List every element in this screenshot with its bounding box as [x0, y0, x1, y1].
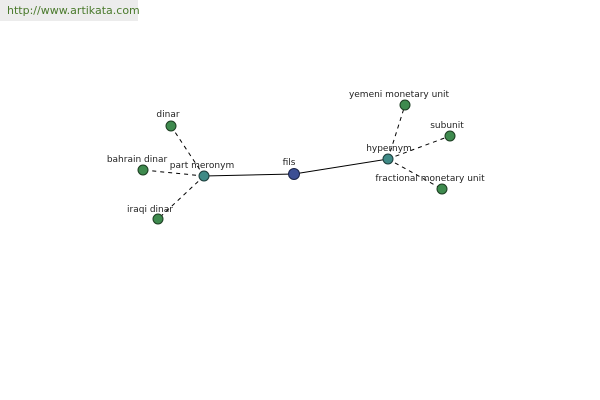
label-fractional-monetary-unit: fractional monetary unit: [375, 174, 485, 184]
edge-hypernym-fractional-monetary-unit: [387, 158, 443, 190]
label-dinar: dinar: [156, 110, 179, 120]
node-iraqi-dinar[interactable]: [152, 213, 164, 225]
node-fractional-monetary-unit[interactable]: [436, 183, 448, 195]
node-part-meronym[interactable]: [198, 170, 210, 182]
node-hypernym[interactable]: [382, 153, 394, 165]
label-hypernym: hypernym: [366, 144, 412, 154]
edge-part-meronym-bahrain-dinar: [142, 169, 205, 177]
edge-fils-hypernym: [293, 158, 389, 175]
edge-fils-part-meronym: [203, 173, 295, 177]
edge-hypernym-yemeni-monetary-unit: [387, 104, 406, 160]
label-fils: fils: [283, 158, 296, 168]
label-part-meronym: part meronym: [170, 161, 234, 171]
label-yemeni-monetary-unit: yemeni monetary unit: [349, 90, 450, 100]
edge-part-meronym-dinar: [170, 125, 205, 177]
site-url-banner[interactable]: http://www.artikata.com: [0, 0, 140, 21]
node-dinar[interactable]: [165, 120, 177, 132]
label-bahrain-dinar: bahrain dinar: [107, 155, 168, 165]
node-subunit[interactable]: [444, 130, 456, 142]
edge-hypernym-subunit: [387, 135, 451, 160]
node-yemeni-monetary-unit[interactable]: [399, 99, 411, 111]
node-bahrain-dinar[interactable]: [137, 164, 149, 176]
edge-part-meronym-iraqi-dinar: [157, 175, 205, 220]
label-iraqi-dinar: iraqi dinar: [127, 205, 173, 215]
node-fils[interactable]: [288, 168, 300, 180]
label-subunit: subunit: [430, 121, 464, 131]
